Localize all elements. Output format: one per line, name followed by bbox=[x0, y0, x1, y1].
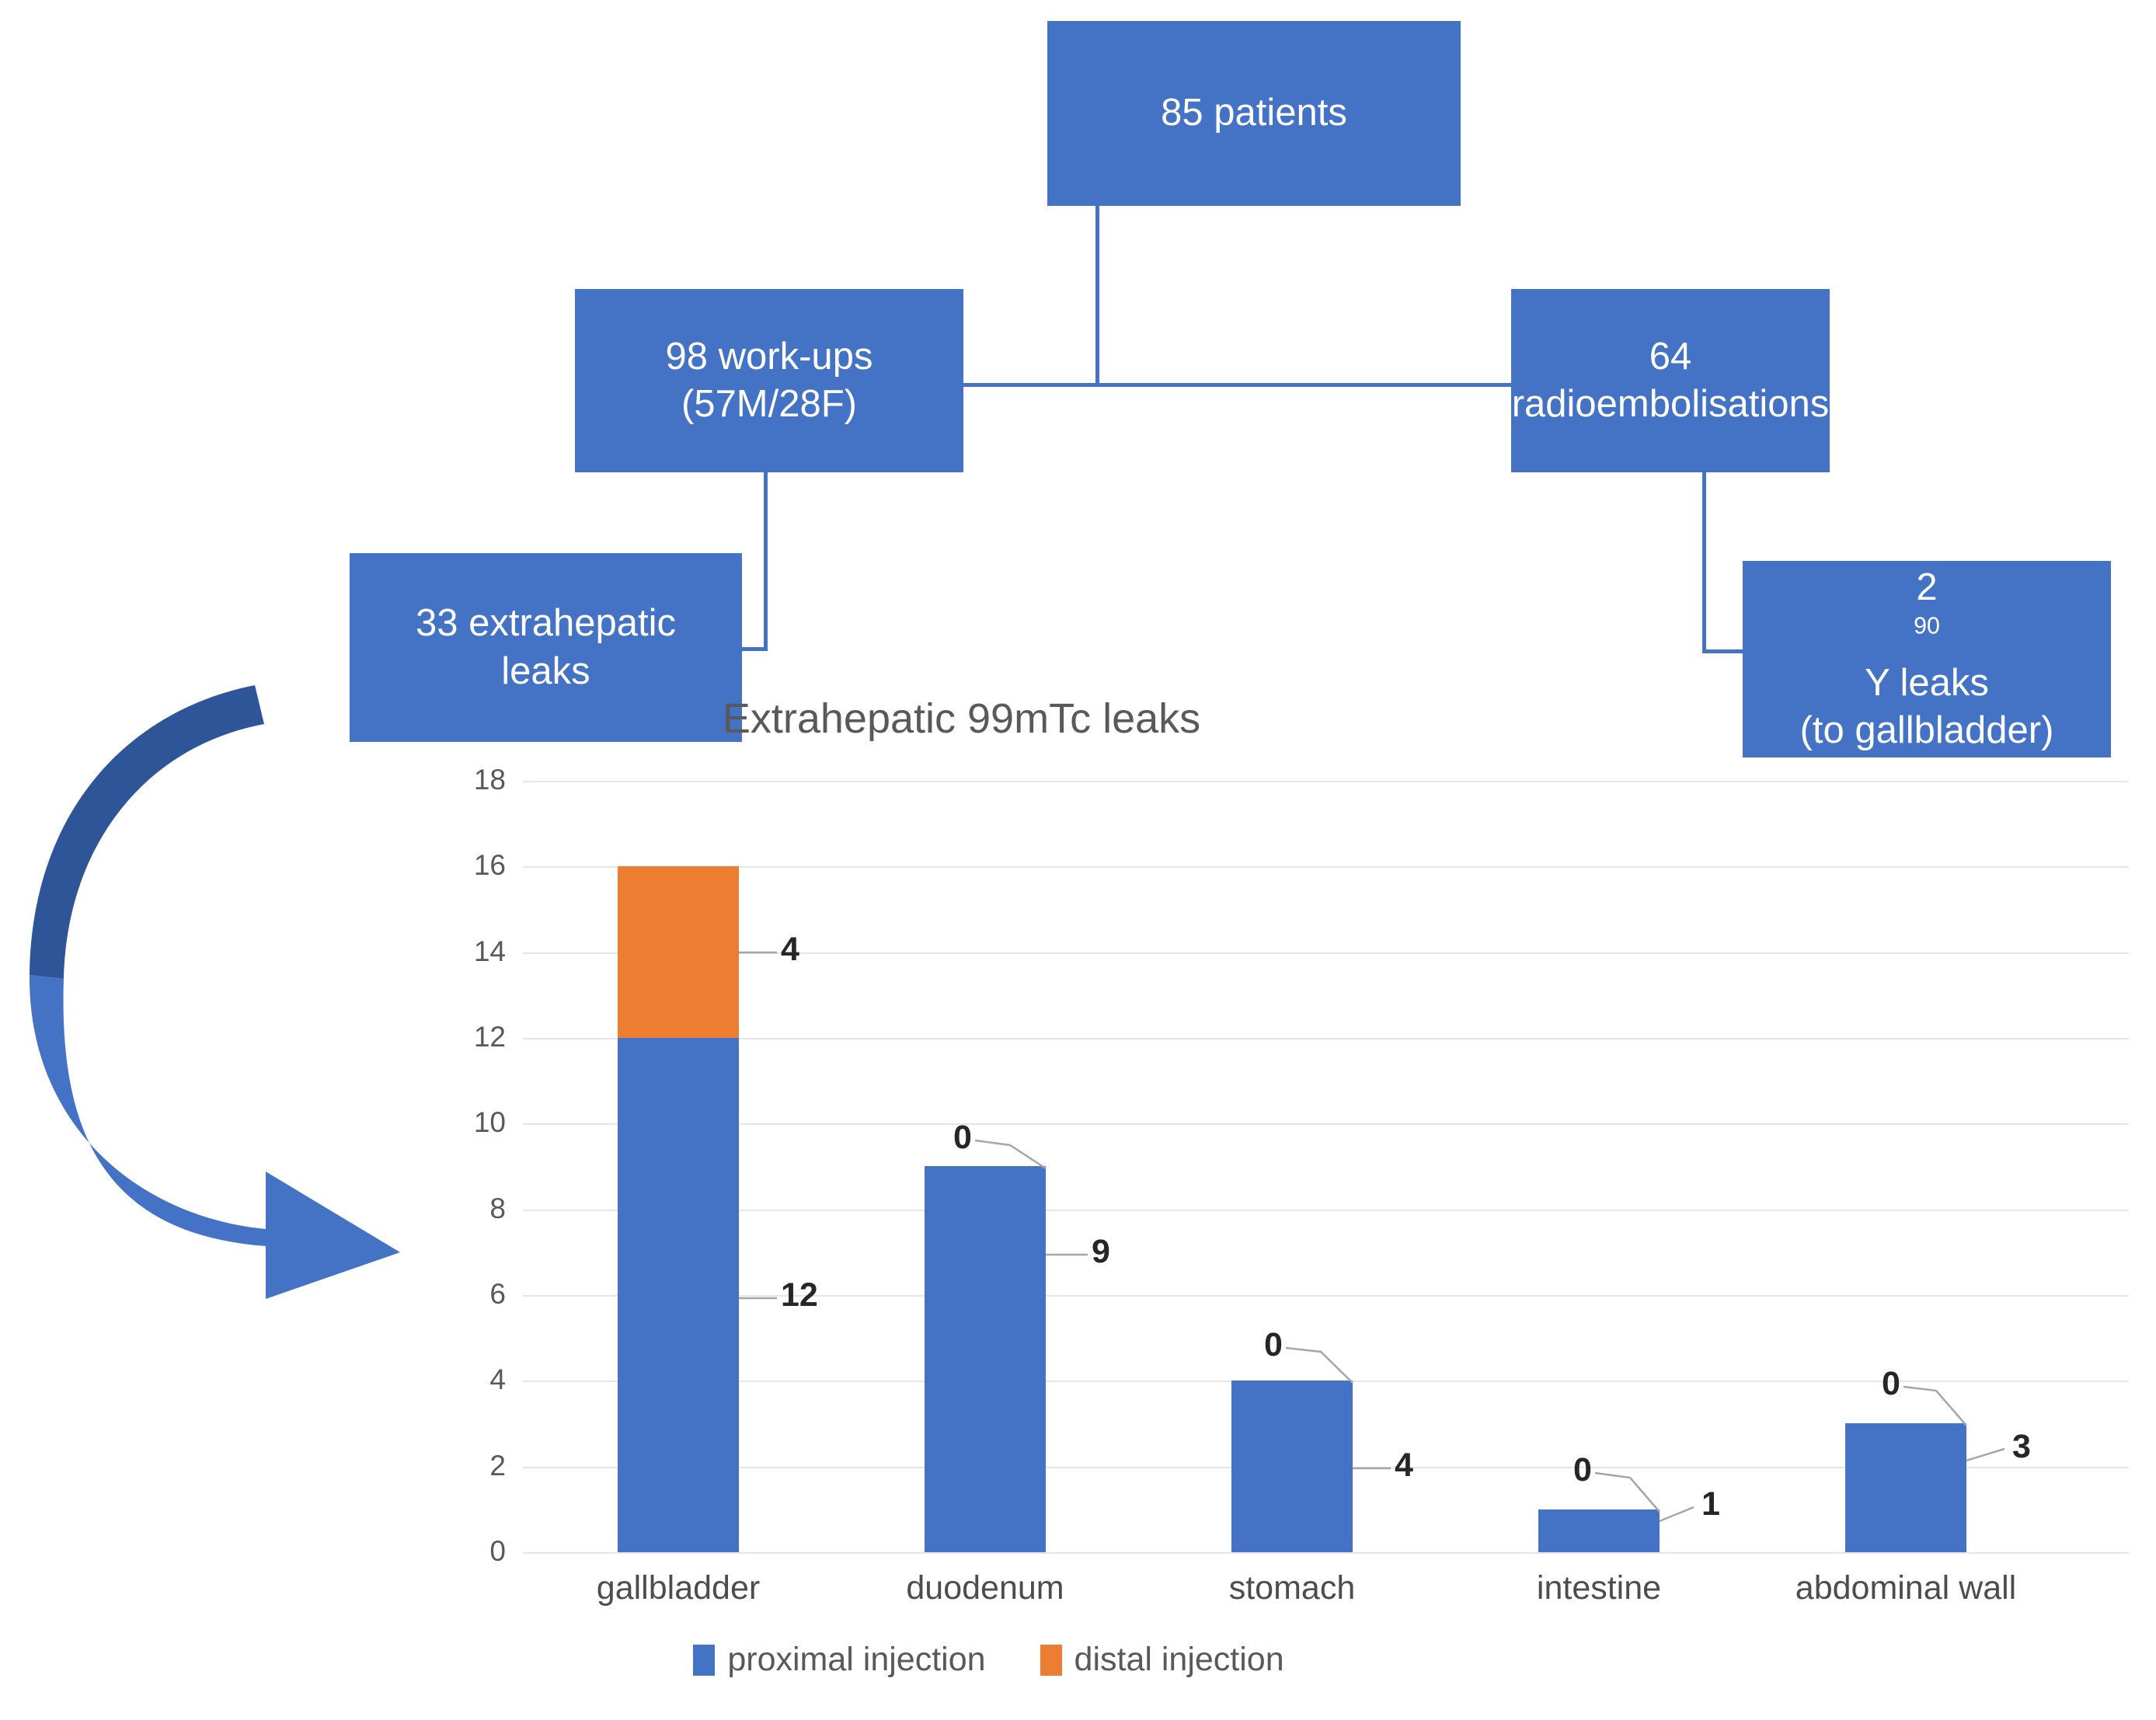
bar-intestine-proximal bbox=[1538, 1509, 1660, 1552]
flow-box-patients-label: 85 patients bbox=[1161, 92, 1347, 134]
ytick-label-16: 16 bbox=[473, 849, 506, 881]
data-label-abdominal-wall-distal: 0 bbox=[1882, 1365, 1900, 1402]
xtick-label-gallbladder: gallbladder bbox=[596, 1569, 761, 1607]
gridline-12 bbox=[523, 1038, 2129, 1039]
ytick-label-4: 4 bbox=[489, 1363, 506, 1395]
flow-box-radioembolisations: 64 radioembolisations bbox=[1511, 289, 1830, 472]
connector-horizontal-workups bbox=[733, 647, 768, 651]
connector-horizontal-main bbox=[928, 383, 1626, 387]
data-label-stomach-proximal: 4 bbox=[1395, 1447, 1413, 1484]
legend-swatch-distal bbox=[1040, 1644, 1062, 1676]
xtick-label-intestine: intestine bbox=[1536, 1569, 1662, 1607]
flow-box-extrahepatic-leaks-line1: 33 extrahepatic bbox=[415, 602, 677, 645]
bar-gallbladder-proximal bbox=[618, 1038, 739, 1552]
ytick-label-10: 10 bbox=[473, 1106, 506, 1138]
legend-item-proximal-injection[interactable]: proximal injection bbox=[693, 1641, 986, 1679]
flow-box-y90-leaks: 2 90 Y leaks (to gallbladder) bbox=[1743, 561, 2111, 757]
gridline-14 bbox=[523, 952, 2129, 954]
ytick-label-18: 18 bbox=[473, 764, 506, 796]
connector-horizontal-radio bbox=[1702, 649, 1744, 653]
bar-abdominal-wall-proximal bbox=[1845, 1423, 1966, 1552]
axis-baseline bbox=[523, 1552, 2129, 1554]
chart-title: Extrahepatic 99mTc leaks bbox=[722, 695, 1201, 742]
chart-legend: proximal injection distal injection bbox=[0, 1641, 2067, 1679]
flow-box-extrahepatic-leaks: 33 extrahepatic leaks bbox=[350, 553, 742, 742]
gridline-18 bbox=[523, 781, 2129, 782]
xtick-label-stomach: stomach bbox=[1228, 1569, 1356, 1607]
data-label-intestine-distal: 0 bbox=[1573, 1451, 1592, 1488]
legend-label-distal: distal injection bbox=[1074, 1641, 1284, 1678]
bar-chart: Extrahepatic 99mTc leaks 18 16 14 12 10 … bbox=[0, 684, 2156, 1720]
leader-lines bbox=[739, 951, 2005, 1523]
flow-box-extrahepatic-leaks-line2: leaks bbox=[501, 649, 590, 692]
flow-box-workups-line1: 98 work-ups bbox=[665, 335, 873, 378]
connector-vertical-radio bbox=[1702, 472, 1706, 653]
gridline-8 bbox=[523, 1210, 2129, 1211]
bar-duodenum-proximal bbox=[925, 1166, 1046, 1552]
xtick-label-abdominal-wall: abdominal wall bbox=[1795, 1569, 2017, 1607]
legend-swatch-proximal bbox=[693, 1644, 716, 1676]
flow-box-y90-leaks-line2: (to gallbladder) bbox=[1799, 709, 2054, 751]
ytick-label-8: 8 bbox=[489, 1193, 506, 1224]
data-label-duodenum-proximal: 9 bbox=[1092, 1233, 1110, 1270]
y90-leaks-suffix: Y leaks bbox=[1865, 661, 1989, 704]
data-label-intestine-proximal: 1 bbox=[1701, 1485, 1720, 1523]
gridline-16 bbox=[523, 866, 2129, 868]
ytick-label-6: 6 bbox=[489, 1278, 506, 1310]
legend-item-distal-injection[interactable]: distal injection bbox=[1040, 1641, 1284, 1679]
y90-leaks-count: 2 bbox=[1916, 566, 1938, 608]
flow-box-workups: 98 work-ups (57M/28F) bbox=[575, 289, 963, 472]
data-label-gallbladder-distal: 4 bbox=[781, 931, 799, 968]
connector-vertical-patients bbox=[1095, 206, 1099, 386]
ytick-label-12: 12 bbox=[473, 1021, 506, 1053]
data-label-duodenum-distal: 0 bbox=[953, 1119, 972, 1156]
data-label-stomach-distal: 0 bbox=[1264, 1326, 1283, 1363]
curved-arrow-icon bbox=[29, 685, 400, 1299]
legend-label-proximal: proximal injection bbox=[727, 1641, 986, 1678]
ytick-label-2: 2 bbox=[489, 1450, 506, 1481]
bar-stomach-proximal bbox=[1231, 1381, 1353, 1552]
flow-box-radioembolisations-line1: 64 bbox=[1649, 335, 1692, 378]
connector-vertical-workups bbox=[764, 472, 768, 651]
bar-gallbladder-distal bbox=[618, 866, 739, 1038]
flow-box-patients: 85 patients bbox=[1047, 21, 1461, 206]
y90-superscript: 90 bbox=[1914, 612, 1940, 639]
flow-box-radioembolisations-line2: radioembolisations bbox=[1511, 383, 1830, 425]
ytick-label-0: 0 bbox=[489, 1535, 506, 1567]
xtick-label-duodenum: duodenum bbox=[906, 1569, 1064, 1607]
flow-box-workups-line2: (57M/28F) bbox=[681, 383, 857, 425]
flow-box-y90-leaks-line1: 2 90 Y leaks bbox=[1800, 564, 2054, 707]
gridline-6 bbox=[523, 1295, 2129, 1297]
gridline-10 bbox=[523, 1123, 2129, 1125]
data-label-gallbladder-proximal: 12 bbox=[781, 1276, 818, 1314]
ytick-label-14: 14 bbox=[473, 935, 506, 967]
data-label-abdominal-wall-proximal: 3 bbox=[2012, 1428, 2031, 1465]
